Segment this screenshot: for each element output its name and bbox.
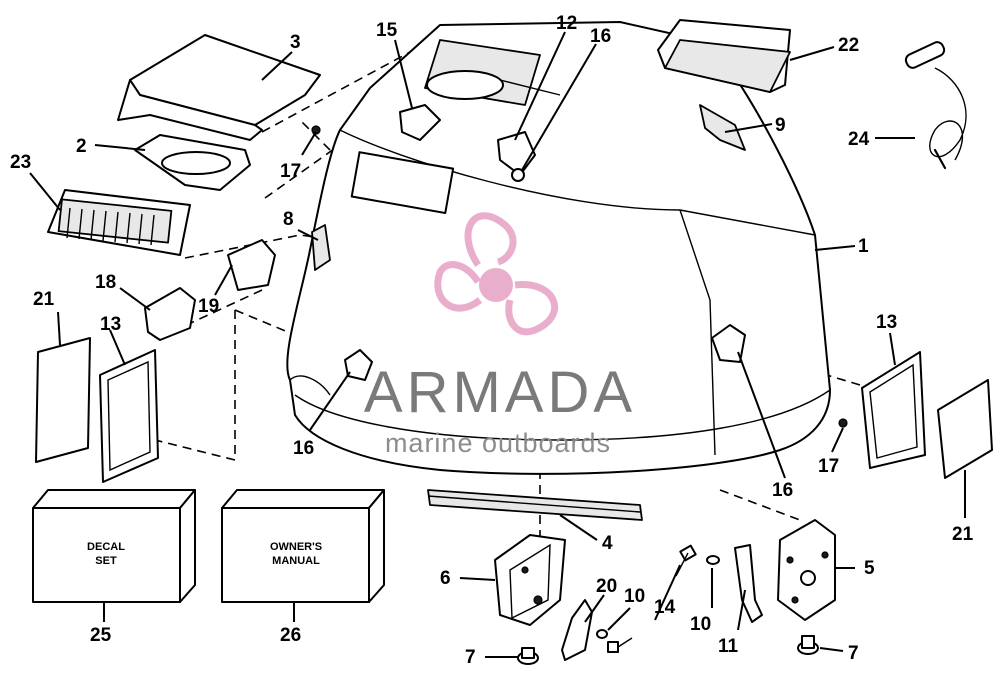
callout-16-right: 16 (772, 480, 793, 501)
part-17-screw-right (838, 418, 848, 428)
part-10-washer-a (706, 555, 720, 565)
part-3-lid (117, 34, 321, 141)
part-13-frame-left (99, 349, 159, 483)
callout-11: 11 (718, 636, 739, 657)
callout-23: 23 (10, 152, 31, 173)
callout-25: 25 (90, 625, 112, 646)
part-16-washer-top (511, 168, 525, 182)
watermark-brand: ARMADA (364, 360, 636, 425)
callout-21-left: 21 (33, 289, 55, 310)
callout-9: 9 (775, 115, 786, 136)
decal-set-label-line2: SET (95, 555, 117, 567)
part-14-bolt-lower (607, 637, 633, 653)
callout-10-b: 10 (690, 614, 711, 635)
decal-set-box: DECAL SET (32, 489, 196, 603)
part-6-bracket (494, 534, 566, 626)
part-7-fastener-right (797, 635, 819, 655)
callout-6: 6 (440, 568, 451, 589)
callout-22: 22 (838, 35, 859, 56)
part-7-fastener-left (517, 647, 539, 665)
part-23-grille (47, 189, 191, 256)
part-5-plate (777, 519, 836, 621)
part-19-latch (227, 239, 276, 291)
part-8-seal (311, 224, 331, 271)
owners-manual-box: OWNER'S MANUAL (221, 489, 385, 603)
callout-2: 2 (76, 136, 87, 157)
part-14-bolt (675, 544, 697, 577)
callout-1: 1 (858, 236, 869, 257)
part-17-screw-top (311, 125, 321, 135)
part-21-sheet-right (937, 379, 993, 479)
callout-numbers: 3 2 23 15 12 16 22 9 24 17 8 1 18 19 21 … (10, 13, 974, 668)
callout-18: 18 (95, 272, 116, 293)
decal-set-label-line1: DECAL (87, 541, 125, 553)
part-18-latch (144, 287, 196, 341)
callout-20: 20 (596, 576, 617, 597)
armada-watermark: ARMADA marine outboards (364, 212, 636, 458)
callout-17-top: 17 (280, 161, 301, 182)
part-13-frame-right (861, 351, 926, 469)
callout-15: 15 (376, 20, 398, 41)
callout-7-right: 7 (848, 643, 859, 664)
callout-26: 26 (280, 625, 301, 646)
part-15-bracket (399, 104, 441, 141)
callout-13-left: 13 (100, 314, 121, 335)
part-20-clip (561, 599, 593, 661)
callout-24: 24 (848, 129, 870, 150)
callout-3: 3 (290, 32, 301, 53)
part-10-washer-b (596, 629, 608, 639)
leader-lines (29, 31, 966, 658)
callout-12: 12 (556, 13, 577, 34)
callout-4: 4 (602, 533, 613, 554)
callout-16-left: 16 (293, 438, 314, 459)
propeller-logo-icon (434, 212, 559, 336)
callout-13-right: 13 (876, 312, 897, 333)
part-16-bracket-right (711, 324, 746, 363)
watermark-tagline: marine outboards (385, 428, 611, 458)
part-21-sheet-left (35, 337, 91, 463)
callout-7-left: 7 (465, 647, 476, 668)
part-2-bezel (134, 134, 251, 191)
callout-10-a: 10 (624, 586, 645, 607)
part-22-top-unit (657, 19, 791, 93)
owners-manual-label-line1: OWNER'S (270, 541, 322, 553)
part-4-strip (427, 489, 643, 521)
callout-8: 8 (283, 209, 294, 230)
callout-21-right: 21 (952, 524, 974, 545)
part-24-cable (904, 41, 967, 170)
owners-manual-label-line2: MANUAL (272, 555, 320, 567)
callout-16-top: 16 (590, 26, 611, 47)
part-16-bracket-left (344, 349, 373, 381)
callout-14: 14 (654, 597, 676, 618)
callout-17-right: 17 (818, 456, 839, 477)
callout-5: 5 (864, 558, 875, 579)
callout-19: 19 (198, 296, 219, 317)
part-9-seal (699, 104, 746, 151)
part-11-bracket (734, 544, 763, 623)
